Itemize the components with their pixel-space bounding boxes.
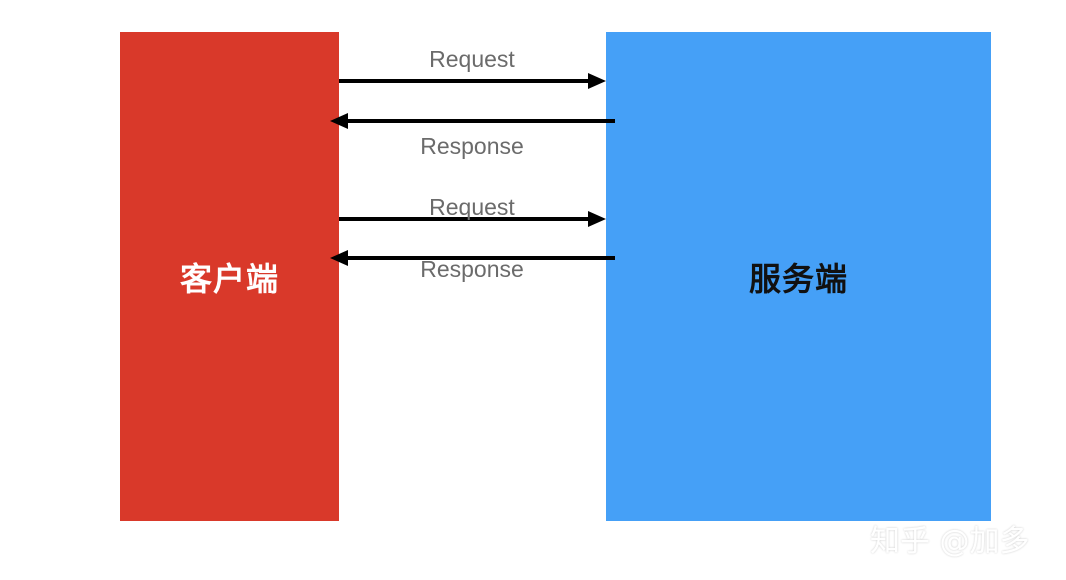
- client-label: 客户端: [179, 259, 279, 298]
- client-box: 客户端: [120, 32, 339, 521]
- server-box: 服务端: [606, 32, 991, 521]
- server-label: 服务端: [748, 259, 848, 298]
- request-arrowhead-2: [588, 211, 606, 227]
- response-label-2: Response: [420, 256, 524, 282]
- request-arrowhead-1: [588, 73, 606, 89]
- watermark: 知乎 @加多: [870, 524, 1030, 559]
- response-arrowhead-2: [330, 250, 348, 266]
- request-label-2: Request: [429, 194, 515, 220]
- response-label-1: Response: [420, 133, 524, 159]
- request-label-1: Request: [429, 46, 515, 72]
- response-arrowhead-1: [330, 113, 348, 129]
